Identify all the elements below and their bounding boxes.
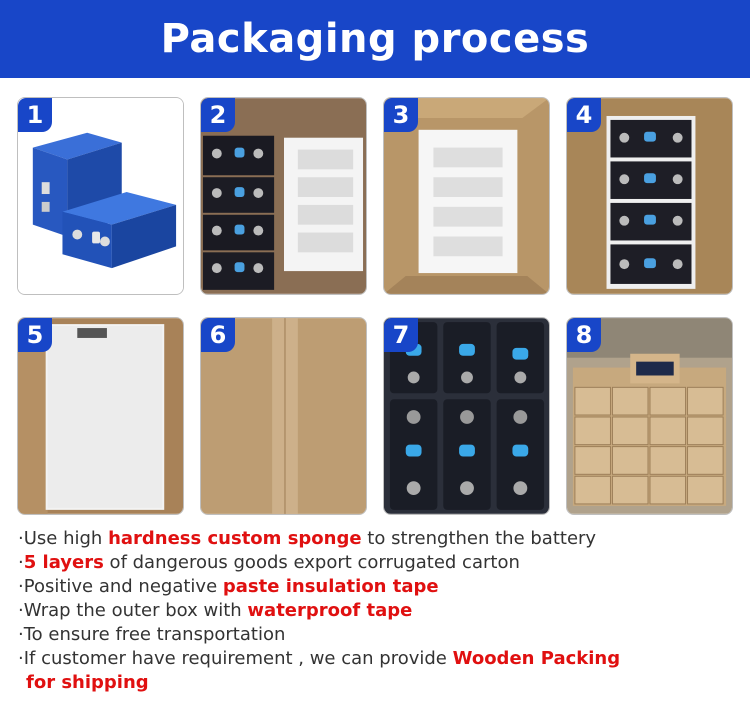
- bullet-dot: ·: [18, 528, 24, 549]
- step-7-photo: 7: [383, 317, 550, 515]
- note-line-6: ·If customer have requirement , we can p…: [18, 648, 621, 669]
- step-3-photo: 3: [383, 97, 550, 295]
- note-line-6-cont: for shipping: [18, 671, 738, 695]
- step-5-photo: 5: [17, 317, 184, 515]
- bullet-dot: ·: [18, 624, 24, 645]
- step-2-photo: 2: [200, 97, 367, 295]
- step-number-6: 6: [201, 318, 235, 352]
- highlight-insulation-tape: paste insulation tape: [222, 576, 439, 597]
- step-number-7: 7: [384, 318, 418, 352]
- highlight-sponge: hardness custom sponge: [108, 528, 362, 549]
- header-banner: Packaging process: [0, 0, 750, 78]
- packaging-notes: ·Use high hardness custom sponge to stre…: [18, 527, 738, 695]
- bullet-dot: ·: [18, 552, 24, 573]
- bullet-dot: ·: [18, 576, 24, 597]
- page-title: Packaging process: [160, 16, 590, 62]
- cells-top-view-image: [384, 318, 549, 514]
- bullet-dot: ·: [18, 600, 24, 621]
- step-number-1: 1: [18, 98, 52, 132]
- step-number-5: 5: [18, 318, 52, 352]
- step-8-photo: 8: [566, 317, 733, 515]
- step-grid: 1 2: [17, 97, 749, 515]
- highlight-waterproof-tape: waterproof tape: [247, 600, 413, 621]
- step-number-3: 3: [384, 98, 418, 132]
- note-line-4: ·Wrap the outer box with waterproof tape: [18, 600, 413, 621]
- step-number-2: 2: [201, 98, 235, 132]
- note-line-3: ·Positive and negative paste insulation …: [18, 576, 439, 597]
- highlight-for-shipping: for shipping: [26, 672, 149, 693]
- note-line-1: ·Use high hardness custom sponge to stre…: [18, 528, 597, 549]
- step-6-photo: 6: [200, 317, 367, 515]
- step-4-photo: 4: [566, 97, 733, 295]
- note-line-2: ·5 layers of dangerous goods export corr…: [18, 552, 520, 573]
- bullet-dot: ·: [18, 648, 24, 669]
- note-line-5: ·To ensure free transportation: [18, 624, 286, 645]
- step-number-8: 8: [567, 318, 601, 352]
- black-cells-and-foam-image: [201, 98, 366, 294]
- highlight-layers: 5 layers: [23, 552, 104, 573]
- highlight-wooden-packing: Wooden Packing: [452, 648, 621, 669]
- step-number-4: 4: [567, 98, 601, 132]
- blue-battery-cells-image: [18, 98, 183, 294]
- step-1-photo: 1: [17, 97, 184, 295]
